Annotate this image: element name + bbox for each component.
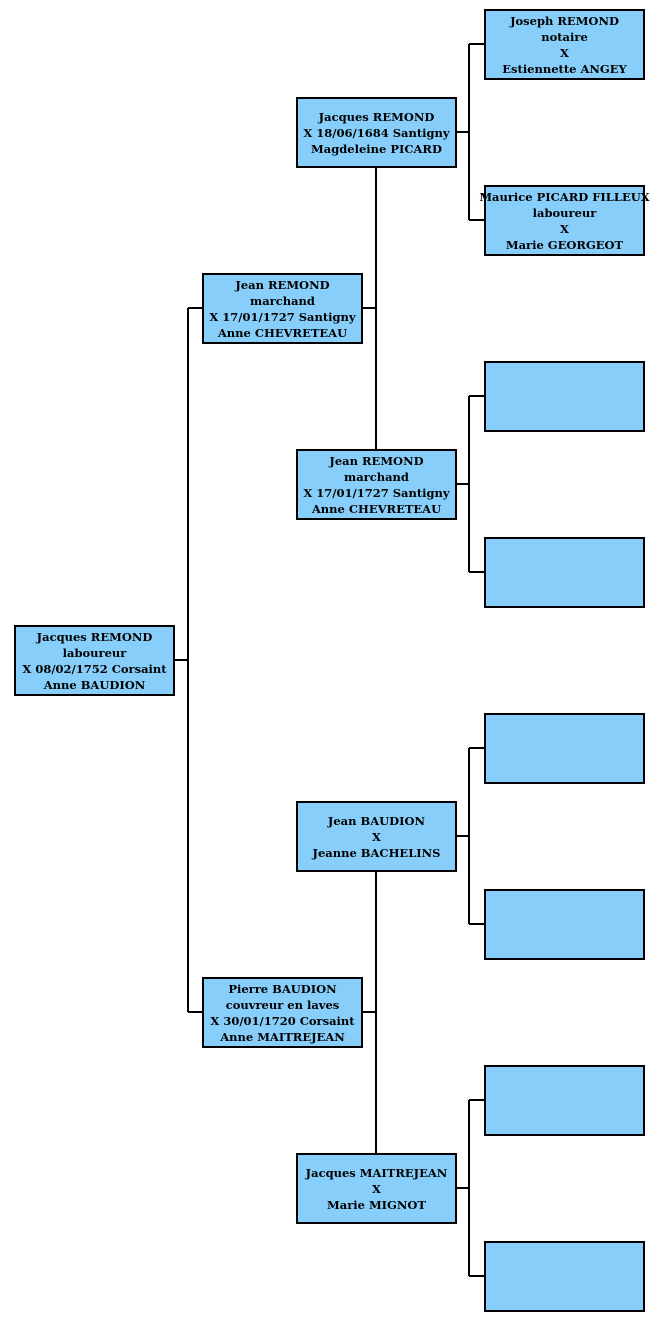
spouse-name: Magdeleine PICARD [311, 141, 442, 156]
person-box-gen3-2: Jean REMOND marchand X 17/01/1727 Santig… [296, 449, 457, 520]
person-name: Jacques REMOND [318, 109, 435, 124]
person-name: Jacques REMOND [36, 629, 153, 644]
marriage-info: X 17/01/1727 Santigny [209, 309, 356, 324]
person-box-gen3-1: Jacques REMOND X 18/06/1684 Santigny Mag… [296, 97, 457, 168]
person-box-gen4-3-empty [484, 361, 645, 432]
person-box-gen4-4-empty [484, 537, 645, 608]
person-box-gen4-5-empty [484, 713, 645, 784]
person-box-gen1-root: Jacques REMOND laboureur X 08/02/1752 Co… [14, 625, 175, 696]
person-box-gen4-2: Maurice PICARD FILLEUX laboureur X Marie… [479, 185, 650, 256]
marriage-info: X [372, 829, 381, 844]
person-box-gen3-3: Jean BAUDION X Jeanne BACHELINS [296, 801, 457, 872]
person-box-gen2-mother: Pierre BAUDION couvreur en laves X 30/01… [202, 977, 363, 1048]
spouse-name: Marie GEORGEOT [505, 237, 624, 252]
spouse-name: Anne MAITREJEAN [220, 1029, 345, 1044]
person-name: Jean BAUDION [327, 813, 426, 828]
person-name: Maurice PICARD FILLEUX [479, 189, 650, 204]
spouse-name: Anne CHEVRETEAU [217, 325, 348, 340]
spouse-name: Marie MIGNOT [327, 1197, 426, 1212]
marriage-info: X 18/06/1684 Santigny [303, 125, 450, 140]
person-name: Pierre BAUDION [228, 981, 337, 996]
person-occupation: marchand [344, 469, 409, 484]
person-occupation: laboureur [532, 205, 597, 220]
person-name: Jean REMOND [235, 277, 330, 292]
person-name: Joseph REMOND [510, 13, 619, 28]
spouse-name: Anne BAUDION [43, 677, 146, 692]
person-box-gen3-4: Jacques MAITREJEAN X Marie MIGNOT [296, 1153, 457, 1224]
spouse-name: Jeanne BACHELINS [312, 845, 441, 860]
person-box-gen4-7-empty [484, 1065, 645, 1136]
marriage-info: X [560, 221, 569, 236]
spouse-name: Anne CHEVRETEAU [311, 501, 442, 516]
person-occupation: couvreur en laves [225, 997, 340, 1012]
person-box-gen4-6-empty [484, 889, 645, 960]
marriage-info: X 17/01/1727 Santigny [303, 485, 450, 500]
person-name: Jacques MAITREJEAN [305, 1165, 448, 1180]
marriage-info: X 08/02/1752 Corsaint [22, 661, 167, 676]
person-name: Jean REMOND [329, 453, 424, 468]
marriage-info: X [560, 45, 569, 60]
person-occupation: marchand [250, 293, 315, 308]
marriage-info: X 30/01/1720 Corsaint [210, 1013, 355, 1028]
spouse-name: Estiennette ANGEY [502, 61, 627, 76]
marriage-info: X [372, 1181, 381, 1196]
person-box-gen2-father: Jean REMOND marchand X 17/01/1727 Santig… [202, 273, 363, 344]
person-box-gen4-8-empty [484, 1241, 645, 1312]
person-occupation: notaire [541, 29, 588, 44]
person-box-gen4-1: Joseph REMOND notaire X Estiennette ANGE… [484, 9, 645, 80]
person-occupation: laboureur [62, 645, 127, 660]
